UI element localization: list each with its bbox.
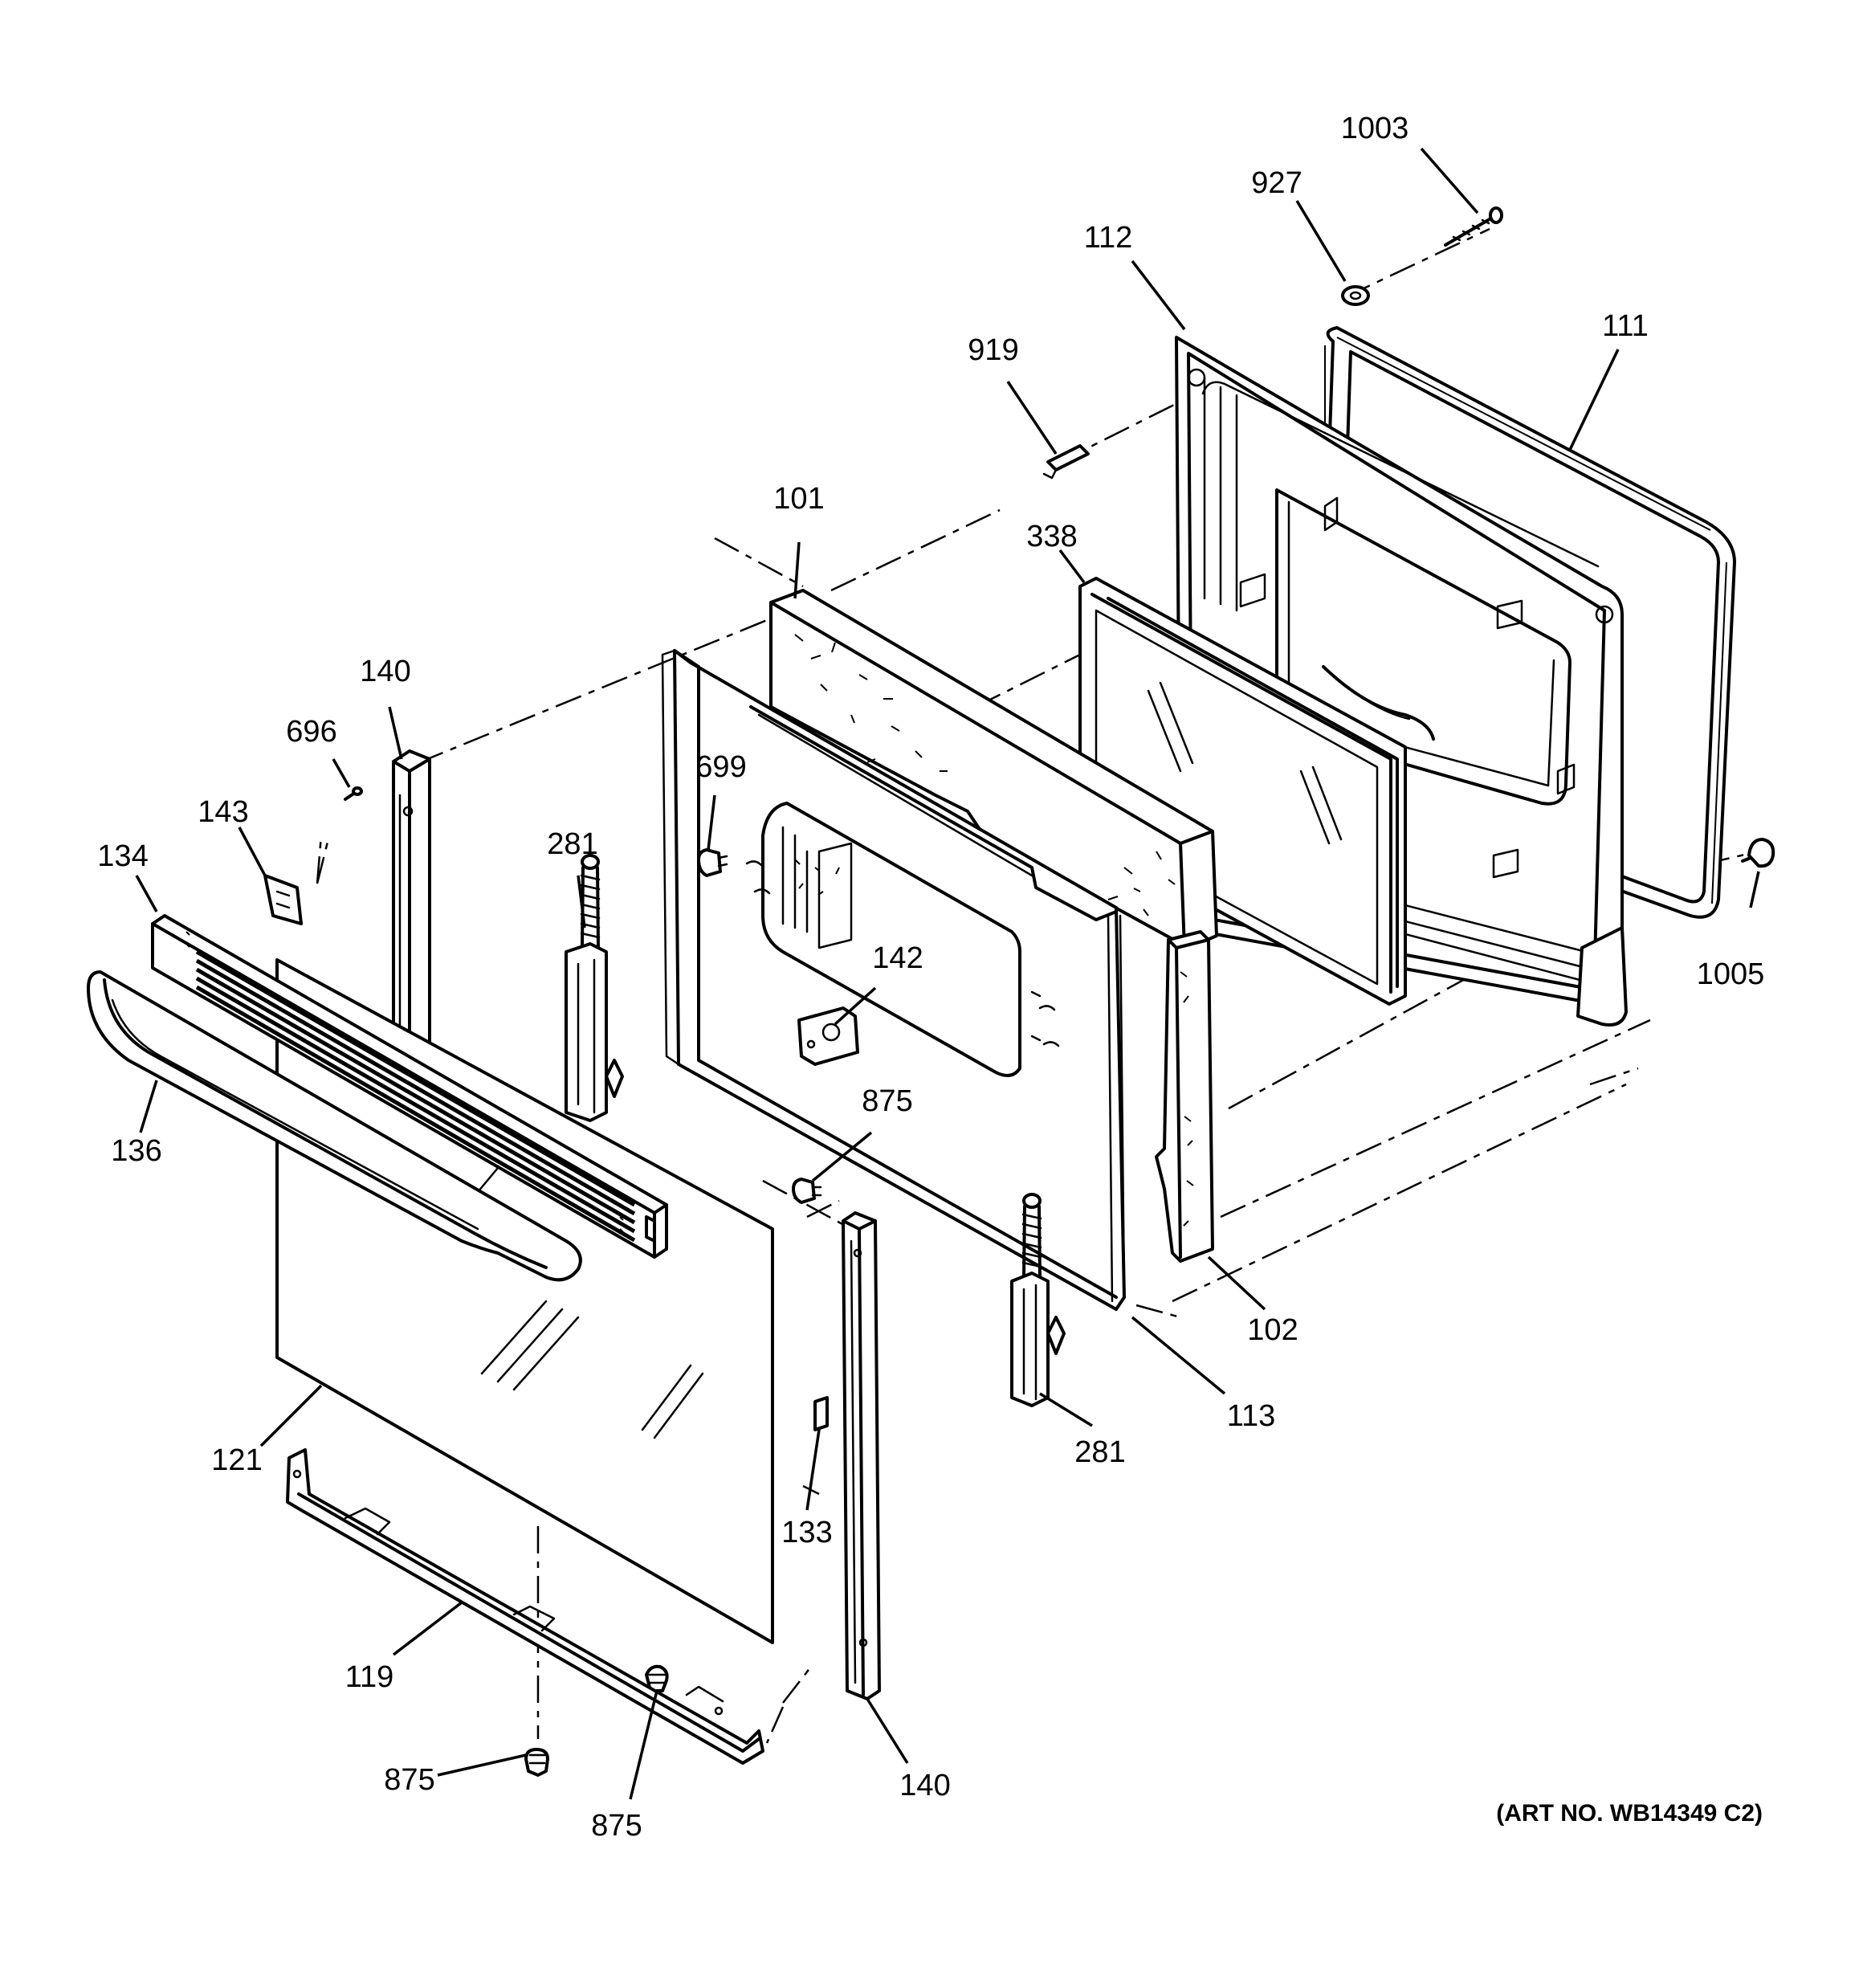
callout-112: 112 [1084,221,1133,255]
screw-1005 [1741,838,1775,868]
callout-875-bottom: 875 [591,1809,642,1843]
callout-133: 133 [781,1516,832,1549]
screw-875-mid [792,1178,822,1204]
screw-1003 [1444,206,1503,247]
callout-102: 102 [1247,1313,1298,1347]
callout-140-bottom: 140 [899,1769,950,1802]
screw-875-left [524,1748,549,1777]
callout-140-top: 140 [360,655,410,688]
hinge-281-right [1010,1193,1066,1407]
callout-labels: 1003 927 112 111 919 101 338 140 696 699… [97,112,1764,1843]
art-number: (ART NO. WB14349 C2) [1496,1800,1763,1827]
callout-699: 699 [695,750,746,784]
callout-121: 121 [211,1443,262,1477]
vent-trim-134 [151,914,668,1259]
door-rail-140-top [392,749,431,1046]
hinge-281-left [565,854,624,1122]
window-glass-pack [1078,577,1407,1006]
callout-927: 927 [1251,166,1302,200]
callout-leaders [135,147,1760,1800]
screw-875-bottom [645,1664,669,1692]
callout-136: 136 [111,1134,161,1168]
callout-281-left: 281 [547,827,597,861]
callout-111: 111 [1602,309,1649,343]
callout-919: 919 [968,333,1018,367]
callout-113: 113 [1227,1399,1276,1433]
door-rail-140-bottom [842,1211,881,1700]
door-handle [87,970,582,1282]
screw-696 [344,786,363,801]
bottom-trim-119 [286,1448,764,1765]
callout-281-right: 281 [1074,1435,1125,1469]
door-liner [661,649,1126,1311]
callout-875-left: 875 [384,1763,434,1797]
spacer-919 [1042,444,1090,480]
callout-142: 142 [872,941,923,975]
callout-696: 696 [286,715,336,749]
callout-1005: 1005 [1697,957,1765,991]
side-insulation-strip [1155,930,1214,1263]
door-switch-bracket [797,1006,859,1066]
callout-338: 338 [1026,520,1077,553]
callout-119: 119 [345,1660,394,1694]
callout-875-mid: 875 [862,1084,912,1118]
callout-1003: 1003 [1341,112,1409,145]
callout-143: 143 [198,795,248,829]
bracket-143 [263,835,323,925]
callout-134: 134 [97,839,148,873]
callout-101: 101 [773,482,824,516]
washer-927 [1341,285,1370,306]
clip-133 [813,1396,829,1431]
screw-699 [697,848,728,877]
